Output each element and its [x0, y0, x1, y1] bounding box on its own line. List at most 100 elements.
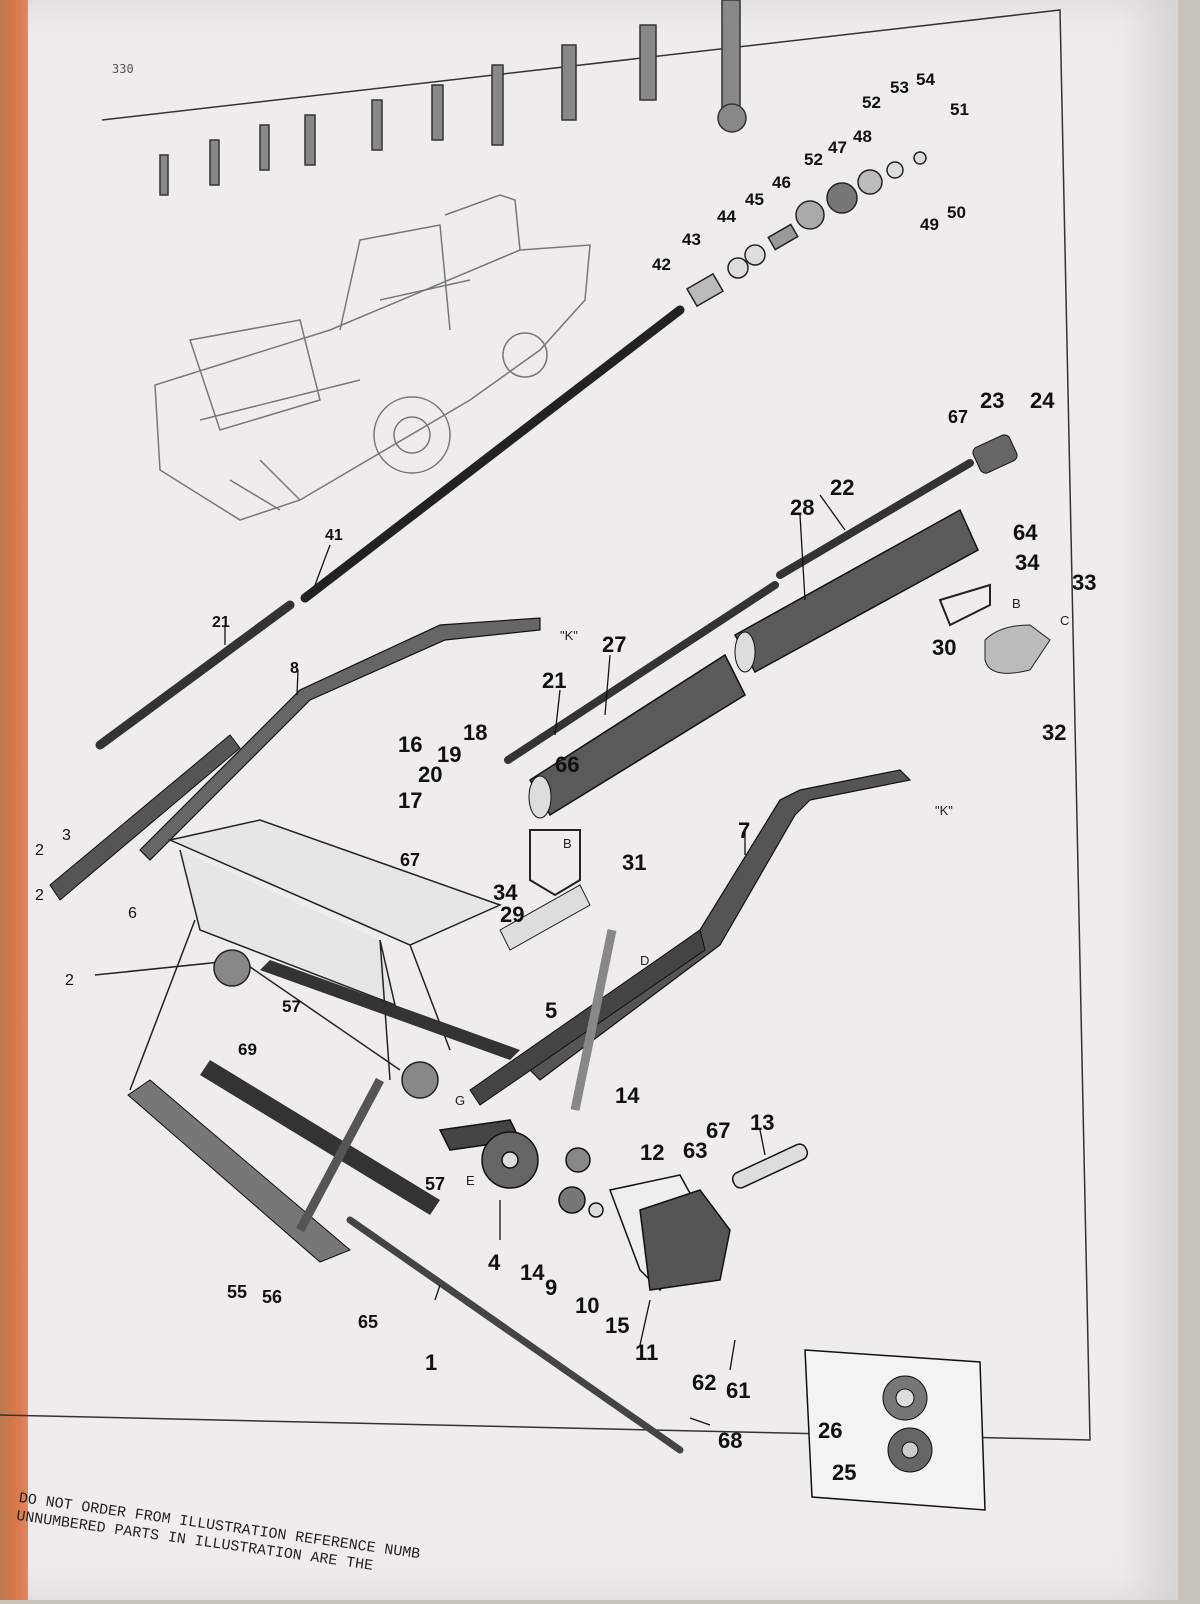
- callout-9: 9: [545, 1275, 557, 1300]
- gear-inset-box: [804, 1349, 986, 1511]
- illustration-border: [0, 9, 1091, 1441]
- callout-5: 5: [545, 998, 557, 1023]
- callout-29: 29: [500, 902, 524, 927]
- callout-22: 22: [830, 475, 854, 500]
- shaft-21-lower: [95, 600, 295, 750]
- callout-42: 42: [652, 255, 671, 274]
- clip-32: [984, 624, 1051, 674]
- callout-18: 18: [463, 720, 487, 745]
- callout-65: 65: [358, 1312, 378, 1332]
- callout-33: 33: [1072, 570, 1096, 595]
- callout-45: 45: [745, 190, 764, 209]
- callout-25: 25: [832, 1460, 856, 1485]
- callout-2: 2: [65, 972, 74, 989]
- callout-1: 1: [425, 1350, 437, 1375]
- callout-69: 69: [238, 1040, 257, 1059]
- callout-51: 51: [950, 100, 969, 119]
- callout-62: 62: [692, 1370, 716, 1395]
- callout-41: 41: [325, 527, 343, 544]
- callout-28: 28: [790, 495, 814, 520]
- callout-4: 4: [488, 1250, 501, 1275]
- letter-e: E: [466, 1173, 475, 1188]
- callout-21: 21: [212, 614, 230, 631]
- bracket-8: [139, 617, 541, 861]
- callout-17: 17: [398, 788, 422, 813]
- callout-64: 64: [1013, 520, 1038, 545]
- callout-46: 46: [772, 173, 791, 192]
- callout-48: 48: [853, 127, 872, 146]
- callout-44: 44: [717, 207, 736, 226]
- callout-67: 67: [400, 850, 420, 870]
- callout-13: 13: [750, 1110, 774, 1135]
- callout-23: 23: [980, 388, 1004, 413]
- callout-11: 11: [635, 1340, 658, 1365]
- callout-49: 49: [920, 215, 939, 234]
- rod-1: [346, 1216, 684, 1454]
- reel-arm-56: [296, 1077, 384, 1233]
- cutter-bar-3: [49, 734, 241, 901]
- letter-k-right: "K": [935, 803, 953, 818]
- callout-57: 57: [425, 1174, 445, 1194]
- bracket-29: [529, 829, 581, 897]
- callout-12: 12: [640, 1140, 664, 1165]
- callout-55: 55: [227, 1282, 247, 1302]
- callout-15: 15: [605, 1313, 629, 1338]
- callout-26: 26: [818, 1418, 842, 1443]
- callout-32: 32: [1042, 720, 1066, 745]
- callout-63: 63: [683, 1138, 707, 1163]
- callout-68: 68: [718, 1428, 742, 1453]
- bat-upper: [260, 960, 520, 1060]
- callout-16: 16: [398, 732, 422, 757]
- reel-frame: [94, 819, 503, 1099]
- callout-56: 56: [262, 1287, 282, 1307]
- combine-harvester-sketch: [154, 194, 591, 521]
- tube-27-end: [528, 775, 552, 819]
- bracket-30: [938, 583, 991, 627]
- hub-assembly-top: [685, 151, 927, 308]
- callout-61: 61: [726, 1378, 750, 1403]
- bat-lower: [200, 1060, 440, 1215]
- callout-67: 67: [948, 407, 968, 427]
- reel-slat-55: [127, 1079, 351, 1263]
- rod-21-upper: [504, 581, 779, 764]
- rod-22: [776, 459, 974, 579]
- callout-52: 52: [804, 150, 823, 169]
- callout-34: 34: [493, 880, 518, 905]
- callout-31: 31: [622, 850, 646, 875]
- bracket-plate: [499, 884, 591, 951]
- callout-14: 14: [520, 1260, 545, 1285]
- callout-3: 3: [62, 827, 71, 844]
- page-number: 330: [112, 62, 134, 76]
- callout-47: 47: [828, 138, 847, 157]
- letter-b: B: [563, 836, 572, 851]
- letter-b: B: [1012, 596, 1021, 611]
- frame-d-bar: [469, 929, 706, 1106]
- callout-7: 7: [738, 818, 750, 843]
- letter-c: C: [1060, 613, 1069, 628]
- letter-k-top: "K": [560, 628, 578, 643]
- gearbox-assembly: [438, 929, 809, 1292]
- callout-30: 30: [932, 635, 956, 660]
- callout-52: 52: [862, 93, 881, 112]
- callout-10: 10: [575, 1293, 599, 1318]
- callout-43: 43: [682, 230, 701, 249]
- tube-28-end: [734, 631, 756, 673]
- letter-g: G: [455, 1093, 465, 1108]
- callout-14: 14: [615, 1083, 640, 1108]
- catalog-page: [28, 0, 1178, 1600]
- callout-2: 2: [35, 887, 44, 904]
- callout-2: 2: [35, 842, 44, 859]
- callout-8: 8: [290, 660, 299, 677]
- callout-24: 24: [1030, 388, 1055, 413]
- callout-66: 66: [555, 752, 579, 777]
- callout-20: 20: [418, 762, 442, 787]
- callout-34: 34: [1015, 550, 1040, 575]
- callout-27: 27: [602, 632, 626, 657]
- callout-50: 50: [947, 203, 966, 222]
- top-fastener-row: [159, 0, 747, 196]
- callout-53: 53: [890, 78, 909, 97]
- callout-numbers: 1 2 2 2 3 4 5 6 7 8 9 10 11 12 13 14 14 …: [35, 70, 1096, 1485]
- universal-joint-23: [972, 434, 1018, 474]
- callout-67: 67: [706, 1118, 730, 1143]
